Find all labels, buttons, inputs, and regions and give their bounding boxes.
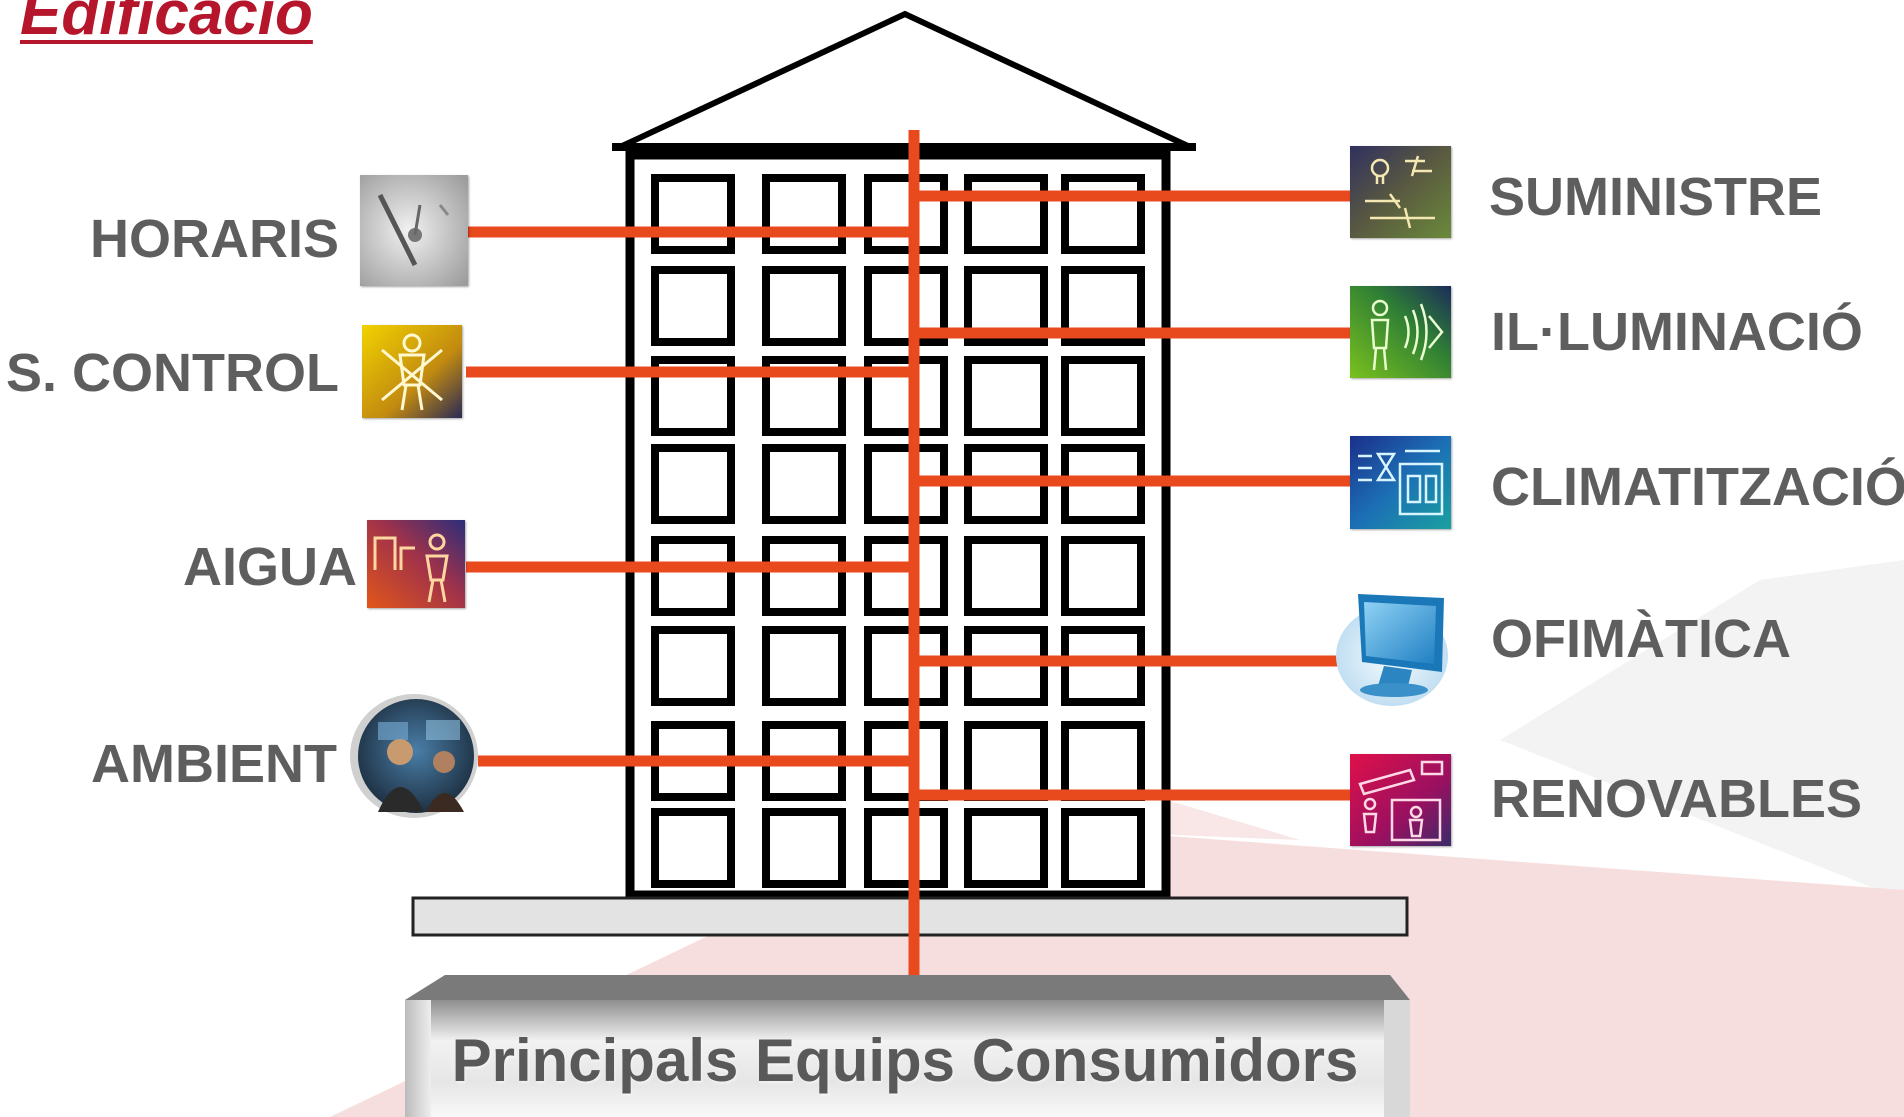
access-control-icon <box>362 325 462 418</box>
label-suministre: SUMINISTRE <box>1489 167 1823 227</box>
building-window <box>651 266 735 346</box>
label-horaris: HORARIS <box>89 209 339 269</box>
building-window <box>964 536 1048 616</box>
people-photo-icon <box>348 692 480 820</box>
building-window <box>762 174 846 254</box>
building-window <box>864 174 948 254</box>
building-window <box>651 626 735 706</box>
building-window <box>651 444 735 524</box>
label-s-control: S. CONTROL <box>6 343 339 403</box>
solar-panel-icon <box>1350 754 1451 846</box>
building-roof <box>618 10 1192 150</box>
clock-gauge-icon <box>360 175 468 286</box>
building-window <box>651 808 735 888</box>
building-window <box>762 536 846 616</box>
building-window <box>864 536 948 616</box>
building-window <box>651 174 735 254</box>
building-window <box>762 444 846 524</box>
electrical-supply-icon <box>1350 146 1451 238</box>
label-ofimatica: OFIMÀTICA <box>1491 609 1791 669</box>
page-title: Edificació <box>20 0 313 48</box>
label-climatitzacio: CLIMATITZACIÓ <box>1491 457 1904 517</box>
building-window <box>1061 356 1145 436</box>
building-window <box>651 536 735 616</box>
building-window <box>1061 808 1145 888</box>
building-window <box>762 266 846 346</box>
building-window <box>762 626 846 706</box>
label-aigua: AIGUA <box>183 537 357 597</box>
lighting-sensor-icon <box>1350 286 1451 378</box>
building-window <box>1061 721 1145 801</box>
building-window <box>964 356 1048 436</box>
building-window <box>964 721 1048 801</box>
label-ambient: AMBIENT <box>91 734 337 794</box>
base-label: Principals Equips Consumidors <box>451 1027 1359 1094</box>
base-box-top <box>405 975 1410 1000</box>
building-window <box>864 808 948 888</box>
computer-monitor-icon <box>1332 590 1454 712</box>
label-il-luminacio: IL·LUMINACIÓ <box>1491 302 1863 362</box>
building-window <box>964 808 1048 888</box>
building-window <box>964 174 1048 254</box>
hvac-icon <box>1350 436 1451 529</box>
building-window <box>1061 174 1145 254</box>
connector-lines <box>466 130 1352 975</box>
building-window <box>1061 536 1145 616</box>
building-window <box>762 808 846 888</box>
base-box <box>405 1000 1410 1117</box>
water-person-icon <box>367 520 465 608</box>
label-renovables: RENOVABLES <box>1491 769 1863 829</box>
